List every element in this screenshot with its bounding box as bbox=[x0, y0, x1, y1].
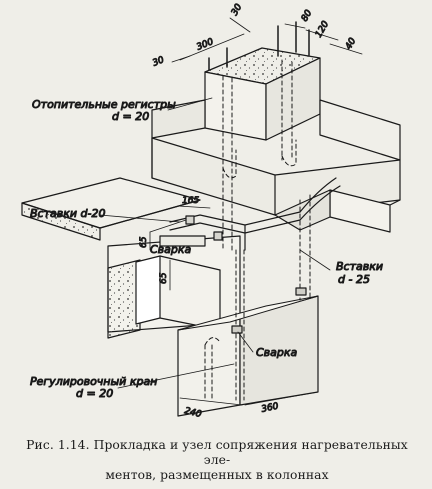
lower-column bbox=[177, 295, 319, 417]
welding-label-top: Сварка bbox=[150, 243, 192, 256]
inserts-25-label: Вставки bbox=[336, 260, 383, 273]
beam-section-left bbox=[107, 235, 241, 339]
registers-diameter: d = 20 bbox=[112, 110, 149, 123]
registers-label: Отопительные регистры bbox=[32, 98, 176, 111]
caption-line-2: ментов, размещенных в колоннах bbox=[105, 468, 329, 482]
dim-30-top: 30 bbox=[230, 2, 245, 17]
dim-165: 165 bbox=[182, 196, 199, 206]
welding-label-bottom: Сварка bbox=[256, 346, 298, 359]
dim-30: 30 bbox=[151, 55, 166, 69]
dimension-lines bbox=[99, 17, 363, 406]
dim-65-a: 65 bbox=[139, 236, 149, 248]
valve-diameter: d = 20 bbox=[76, 387, 113, 400]
joint-inserts bbox=[159, 177, 341, 334]
inserts-20-label: Вставки d-20 bbox=[30, 207, 105, 220]
dim-240: 240 bbox=[183, 406, 202, 420]
heating-registers bbox=[204, 59, 311, 401]
inserts-25-diameter: d - 25 bbox=[338, 273, 370, 286]
dim-120: 120 bbox=[314, 19, 331, 39]
rebar-protrusions bbox=[208, 21, 310, 71]
column-junction-drawing: Отопительные регистры d = 20 Вставки d-2… bbox=[21, 2, 401, 421]
dim-360: 360 bbox=[261, 402, 280, 415]
floor-slab-left bbox=[21, 177, 201, 241]
floor-beam-right bbox=[151, 99, 401, 233]
figure-caption: Рис. 1.14. Прокладка и узел сопряжения н… bbox=[14, 438, 420, 483]
valve-label: Регулировочный кран bbox=[30, 375, 157, 388]
dim-80: 80 bbox=[300, 8, 315, 23]
caption-line-1: Рис. 1.14. Прокладка и узел сопряжения н… bbox=[26, 438, 408, 467]
dim-300: 300 bbox=[195, 37, 215, 53]
dim-65-b: 65 bbox=[159, 272, 169, 284]
upper-column bbox=[204, 47, 321, 141]
